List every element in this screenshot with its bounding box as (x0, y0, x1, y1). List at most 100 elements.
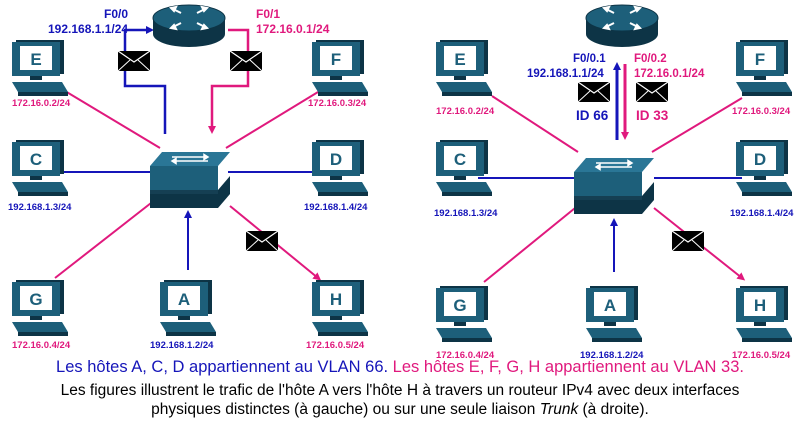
host-c: C (436, 140, 492, 196)
ip-label-h: 172.16.0.5/24 (306, 340, 365, 351)
host-letter: A (604, 296, 616, 315)
ip-label-c: 192.168.1.3/24 (8, 202, 72, 213)
right-if0-label: F0/0.1 (573, 53, 606, 65)
host-letter: E (30, 50, 41, 69)
link-host-g (483, 203, 581, 283)
host-a: A (160, 280, 216, 336)
ip-label-g: 172.16.0.4/24 (12, 340, 71, 351)
computer-icon: H (312, 280, 368, 336)
caption-vlan33: Les hôtes E, F, G, H appartiennent au VL… (392, 358, 744, 376)
left-switch (150, 152, 230, 208)
computer-icon: D (736, 140, 792, 196)
left-router (152, 4, 226, 47)
computer-icon: E (12, 40, 68, 96)
ip-label-g: 172.16.0.4/24 (436, 350, 495, 361)
link-host-e (59, 87, 161, 149)
ip-label-a: 192.168.1.2/24 (150, 340, 214, 351)
host-d: D (312, 140, 368, 196)
left-ip1-label: 172.16.0.1/24 (256, 22, 330, 36)
computer-icon: D (312, 140, 368, 196)
left-ip0-label: 192.168.1.1/24 (48, 22, 128, 36)
computer-icon: G (12, 280, 68, 336)
router-icon (152, 4, 226, 47)
host-letter: D (754, 150, 766, 169)
left-if0-label: F0/0 (104, 7, 128, 21)
computer-icon: A (586, 286, 642, 342)
ip-label-h: 172.16.0.5/24 (732, 350, 791, 361)
left-host-ip-labels: 172.16.0.2/24 172.16.0.3/24 192.168.1.3/… (8, 98, 368, 351)
ip-label-c: 192.168.1.3/24 (434, 208, 498, 219)
ip-label-d: 192.168.1.4/24 (730, 208, 794, 219)
ip-label-e: 172.16.0.2/24 (436, 106, 495, 117)
host-letter: G (453, 296, 466, 315)
right-hosts: E F C D G A H (436, 40, 792, 342)
right-ip0-label: 192.168.1.1/24 (527, 68, 604, 80)
ip-label-f: 172.16.0.3/24 (308, 98, 367, 109)
link-host-e (491, 95, 579, 153)
host-a: A (586, 286, 642, 342)
computer-icon: H (736, 286, 792, 342)
host-f: F (312, 40, 368, 96)
computer-icon: C (12, 140, 68, 196)
host-letter: G (29, 290, 42, 309)
switch-icon (150, 152, 230, 208)
right-diagram: F0/0.1 192.168.1.1/24 F0/0.2 172.16.0.1/… (434, 4, 794, 361)
host-g: G (436, 286, 492, 342)
host-letter: A (178, 290, 190, 309)
host-f: F (736, 40, 792, 96)
computer-icon: A (160, 280, 216, 336)
ip-label-e: 172.16.0.2/24 (12, 98, 71, 109)
caption-line3-post: (à droite). (578, 401, 649, 418)
right-host-ip-labels: 172.16.0.2/24 172.16.0.3/24 192.168.1.3/… (434, 106, 794, 361)
caption-vlans: Les hôtes A, C, D appartiennent au VLAN … (0, 357, 800, 377)
envelope-icon (635, 81, 669, 103)
host-letter: E (454, 50, 465, 69)
ip-label-f: 172.16.0.3/24 (732, 106, 791, 117)
right-if1-label: F0/0.2 (634, 53, 667, 65)
link-host-g (54, 195, 161, 279)
host-c: C (12, 140, 68, 196)
router-icon (585, 4, 659, 47)
link-host-f (651, 97, 743, 153)
vlan-tag-66: ID 66 (576, 108, 609, 123)
computer-icon: G (436, 286, 492, 342)
envelope-icon (577, 81, 611, 103)
host-d: D (736, 140, 792, 196)
caption-line3: physiques distinctes (à gauche) ou sur u… (0, 400, 800, 419)
host-letter: H (330, 290, 342, 309)
computer-icon: C (436, 140, 492, 196)
vlan-tag-33: ID 33 (636, 108, 669, 123)
host-h: H (736, 286, 792, 342)
left-links (52, 26, 322, 281)
caption-line2: Les figures illustrent le trafic de l'hô… (60, 382, 740, 399)
caption-vlan66: Les hôtes A, C, D appartiennent au VLAN … (56, 358, 389, 376)
ip-label-d: 192.168.1.4/24 (304, 202, 368, 213)
host-letter: D (330, 150, 342, 169)
caption-description: Les figures illustrent le trafic de l'hô… (0, 381, 800, 419)
host-letter: C (454, 150, 466, 169)
link-router-f01 (208, 28, 250, 134)
link-router-f00 (123, 26, 167, 134)
caption-line3-pre: physiques distinctes (à gauche) ou sur u… (151, 401, 540, 418)
computer-icon: F (736, 40, 792, 96)
right-links (478, 62, 746, 283)
host-letter: C (30, 150, 42, 169)
computer-icon: F (312, 40, 368, 96)
computer-icon: E (436, 40, 492, 96)
switch-icon (574, 158, 654, 214)
host-g: G (12, 280, 68, 336)
envelope-icon (671, 230, 705, 252)
host-e: E (436, 40, 492, 96)
left-hosts: E F C D G A H (12, 40, 368, 336)
host-letter: F (331, 50, 341, 69)
host-letter: H (754, 296, 766, 315)
ip-label-a: 192.168.1.2/24 (580, 350, 644, 361)
host-h: H (312, 280, 368, 336)
right-switch (574, 158, 654, 214)
envelope-icon (245, 230, 279, 252)
host-letter: F (755, 50, 765, 69)
right-ip1-label: 172.16.0.1/24 (634, 68, 705, 80)
caption-trunk: Trunk (539, 401, 579, 418)
envelope-icon (229, 50, 263, 72)
